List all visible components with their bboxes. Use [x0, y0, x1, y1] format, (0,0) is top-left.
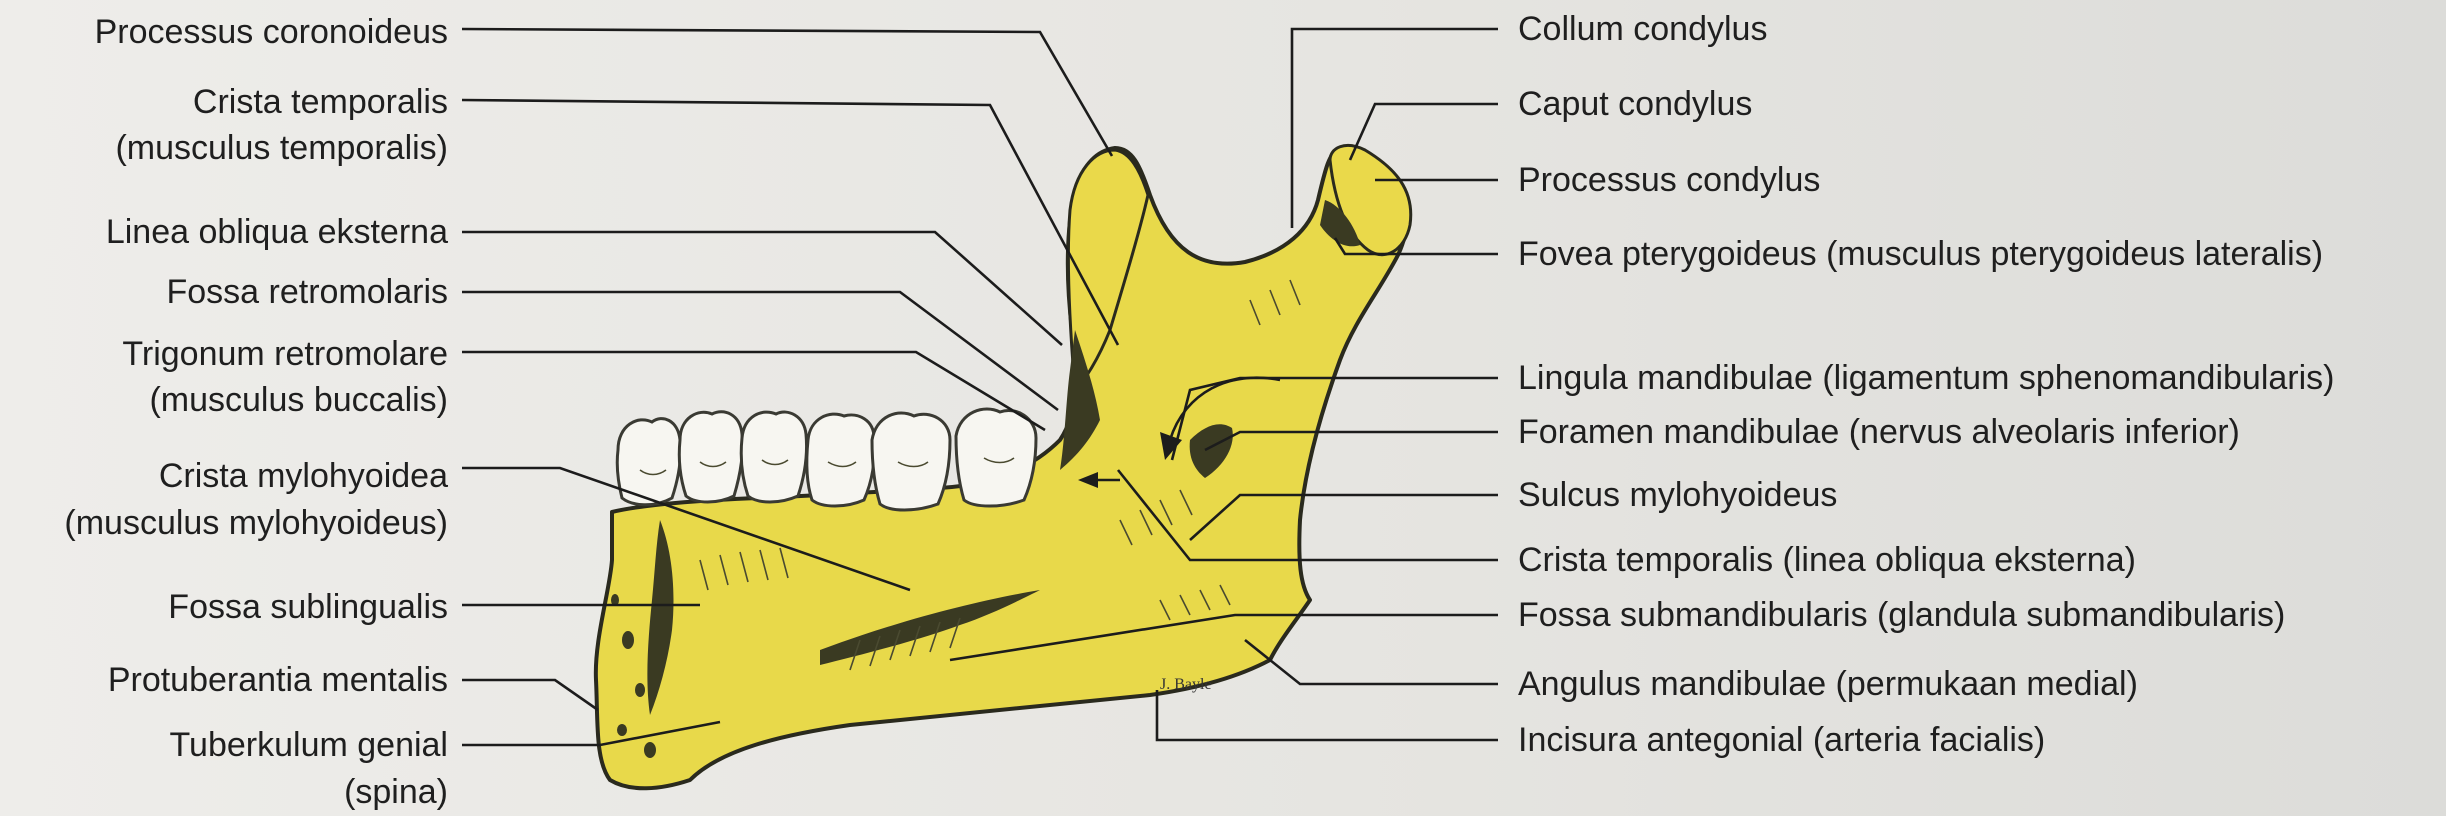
leader-linea-obliqua-eksterna: [462, 232, 1062, 345]
teeth-row: [617, 409, 1036, 510]
label-trigonum-retromolare: Trigonum retromolare: [122, 334, 448, 374]
label-crista-mylohyoidea-muscle: (musculus mylohyoideus): [64, 503, 448, 543]
label-fossa-retromolaris: Fossa retromolaris: [166, 272, 448, 312]
label-fossa-submandibularis: Fossa submandibularis (glandula submandi…: [1518, 595, 2285, 635]
tooth: [872, 413, 950, 510]
label-sulcus-mylohyoideus: Sulcus mylohyoideus: [1518, 475, 1837, 515]
label-crista-temporalis-linea: Crista temporalis (linea obliqua ekstern…: [1518, 540, 2136, 580]
label-crista-temporalis-muscle: (musculus temporalis): [115, 128, 448, 168]
label-angulus-mandibulae: Angulus mandibulae (permukaan medial): [1518, 664, 2138, 704]
tooth: [679, 412, 742, 502]
leader-protuberantia-mentalis: [462, 680, 598, 710]
label-fovea-pterygoideus: Fovea pterygoideus (musculus pterygoideu…: [1518, 234, 2323, 274]
label-crista-mylohyoidea: Crista mylohyoidea: [159, 456, 448, 496]
label-tuberkulum-genial: Tuberkulum genial: [170, 725, 448, 765]
label-crista-temporalis: Crista temporalis: [193, 82, 448, 122]
leader-incisura-antegonial: [1157, 690, 1498, 740]
label-protuberantia-mentalis: Protuberantia mentalis: [108, 660, 448, 700]
leader-processus-coronoideus: [462, 29, 1112, 156]
leader-caput-condylus: [1350, 104, 1498, 160]
label-collum-condylus: Collum condylus: [1518, 9, 1767, 49]
label-processus-coronoideus: Processus coronoideus: [95, 12, 448, 52]
tooth: [956, 409, 1036, 506]
label-incisura-antegonial: Incisura antegonial (arteria facialis): [1518, 720, 2045, 760]
label-linea-obliqua-eksterna: Linea obliqua eksterna: [106, 212, 448, 252]
label-lingula-mandibulae: Lingula mandibulae (ligamentum sphenoman…: [1518, 358, 2334, 398]
label-trigonum-retromolare-muscle: (musculus buccalis): [149, 380, 448, 420]
label-processus-condylus: Processus condylus: [1518, 160, 1820, 200]
label-caput-condylus: Caput condylus: [1518, 84, 1752, 124]
artist-signature: J. Bayle: [1160, 676, 1212, 694]
label-foramen-mandibulae: Foramen mandibulae (nervus alveolaris in…: [1518, 412, 2240, 452]
tooth: [807, 414, 875, 506]
tooth: [741, 412, 806, 502]
leader-angulus-mandibulae: [1245, 640, 1498, 684]
label-tuberkulum-genial-spina: (spina): [344, 772, 448, 812]
label-fossa-sublingualis: Fossa sublingualis: [168, 587, 448, 627]
